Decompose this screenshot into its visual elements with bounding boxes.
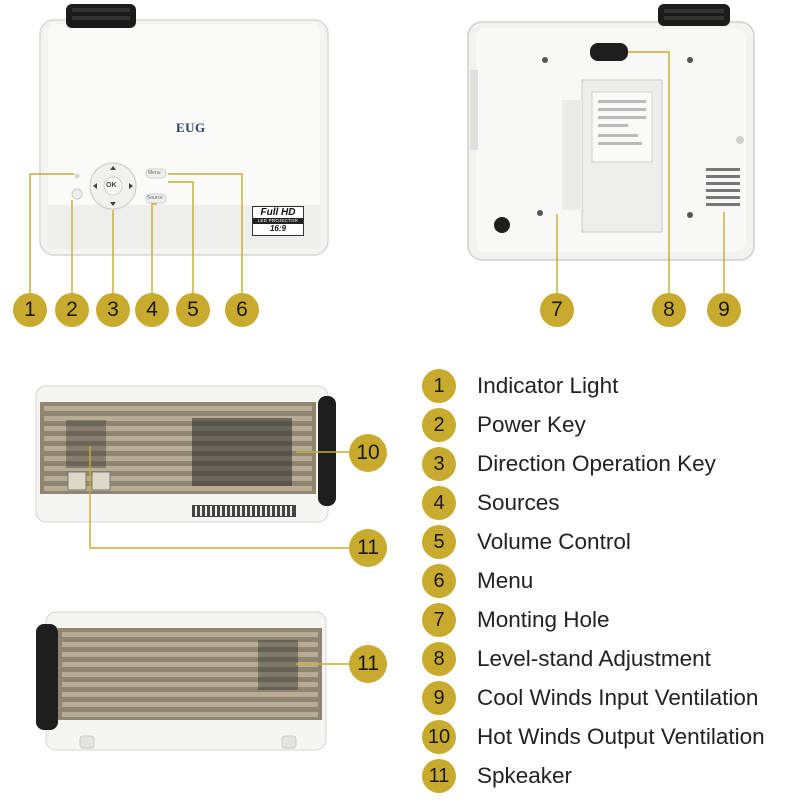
cool-winds-vent (706, 168, 740, 206)
side-lens-right (318, 396, 336, 506)
callout-1: 1 (13, 293, 47, 327)
legend-label: Power Key (477, 412, 586, 437)
speaker-grille (258, 640, 298, 690)
legend-item: 7 Monting Hole (422, 601, 610, 639)
legend-item: 5 Volume Control (422, 523, 631, 561)
full-hd-badge: Full HD LED PROJECTOR 16:9 (252, 206, 304, 236)
callout-10: 10 (349, 434, 387, 472)
legend-label: Direction Operation Key (477, 451, 716, 476)
hd-label-line1: Full HD (260, 207, 296, 218)
callout-4: 4 (135, 293, 169, 327)
legend-label: Cool Winds Input Ventilation (477, 685, 759, 710)
source-key (145, 193, 167, 204)
legend-item: 9 Cool Winds Input Ventilation (422, 679, 758, 717)
legend-number: 8 (422, 642, 456, 676)
legend-label: Volume Control (477, 529, 631, 554)
callout-8: 8 (652, 293, 686, 327)
hot-winds-grille (192, 418, 292, 486)
legend-label: Spkeaker (477, 763, 573, 788)
legend-item: 6 Menu (422, 562, 533, 600)
legend-label: Hot Winds Output Ventilation (477, 724, 765, 749)
menu-key (145, 168, 167, 179)
legend-number: 10 (422, 720, 456, 754)
power-key-icon (71, 188, 83, 200)
ok-key-label: OK (106, 182, 117, 189)
bottom-lens-icon (658, 4, 730, 26)
legend-number: 6 (422, 564, 456, 598)
legend-number: 5 (422, 525, 456, 559)
legend-item: 8 Level-stand Adjustment (422, 640, 711, 678)
direction-pad (89, 162, 137, 210)
callout-7: 7 (540, 293, 574, 327)
hd-label-line2: LED PROJECTOR (253, 218, 303, 224)
legend-number: 1 (422, 369, 456, 403)
hd-label-line3: 16:9 (269, 224, 286, 233)
callout-3: 3 (96, 293, 130, 327)
legend-item: 11 Spkeaker (422, 757, 572, 795)
brand-logo: EUG (176, 120, 206, 135)
legend-label: Sources (477, 490, 560, 515)
legend-label: Menu (477, 568, 534, 593)
legend-number: 11 (422, 759, 456, 793)
mounting-hole (537, 210, 543, 216)
legend-item: 3 Direction Operation Key (422, 445, 716, 483)
callout-6: 6 (225, 293, 259, 327)
legend-item: 4 Sources (422, 484, 560, 522)
legend-number: 3 (422, 447, 456, 481)
top-lens-icon (66, 4, 136, 28)
callout-2: 2 (55, 293, 89, 327)
callout-11-exhaust: 11 (349, 529, 387, 567)
leader-lines (29, 51, 725, 665)
side-view-exhaust (35, 385, 336, 523)
callout-9: 9 (707, 293, 741, 327)
legend-number: 7 (422, 603, 456, 637)
menu-key-label: Menu (148, 170, 161, 176)
legend-number: 9 (422, 681, 456, 715)
callout-11-speaker: 11 (349, 645, 387, 683)
legend-number: 2 (422, 408, 456, 442)
level-stand-foot (590, 43, 628, 61)
product-label-sticker (581, 79, 663, 233)
callout-5: 5 (176, 293, 210, 327)
source-key-label: Source (147, 195, 163, 201)
bottom-view-projector (467, 4, 755, 261)
legend-label: Level-stand Adjustment (477, 646, 711, 671)
legend-number: 4 (422, 486, 456, 520)
legend-item: 1 Indicator Light (422, 367, 618, 405)
legend-item: 2 Power Key (422, 406, 586, 444)
top-view-projector (39, 4, 329, 256)
indicator-light (74, 173, 80, 179)
legend-item: 10 Hot Winds Output Ventilation (422, 718, 765, 756)
side-view-speaker (36, 611, 327, 751)
legend-label: Indicator Light (477, 373, 619, 398)
side-lens-left (36, 624, 58, 730)
legend-label: Monting Hole (477, 607, 610, 632)
